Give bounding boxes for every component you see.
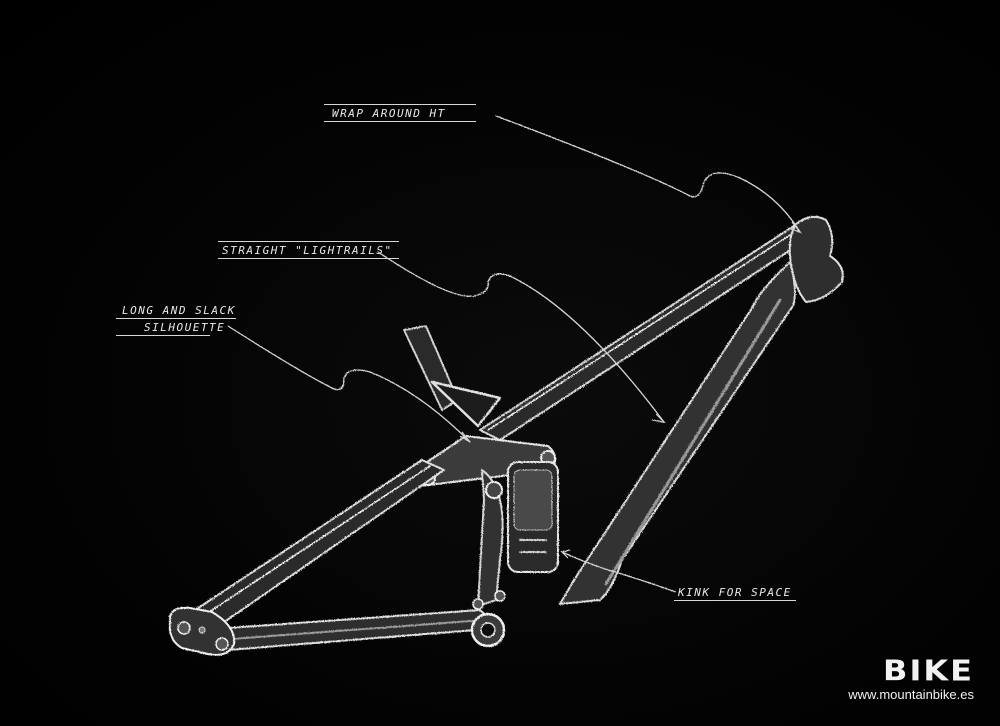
seat-stay	[179, 459, 445, 637]
annotation-text: WRAP AROUND HT	[324, 104, 476, 122]
leader-long	[227, 325, 471, 443]
annotation-text: STRAIGHT "LIGHTRAILS"	[218, 241, 399, 259]
leader-kink	[561, 551, 677, 593]
annotation-text-line2: SILHOUETTE	[116, 321, 224, 336]
annotation-text: KINK FOR SPACE	[674, 586, 796, 601]
annotation-kink-for-space: KINK FOR SPACE	[674, 586, 796, 601]
watermark-logo: BIKE www.mountainbike.es	[814, 653, 974, 702]
brand-wordmark: BIKE	[883, 653, 974, 688]
annotation-straight-lightrails: STRAIGHT "LIGHTRAILS"	[218, 241, 399, 259]
annotation-text-line1: LONG AND SLACK	[116, 304, 236, 319]
leader-wrap	[495, 115, 801, 233]
seat-tube-brace	[430, 380, 502, 428]
down-tube	[559, 261, 796, 605]
annotation-long-and-slack: LONG AND SLACK SILHOUETTE	[116, 304, 236, 336]
leader-rails	[377, 251, 665, 423]
brand-url: www.mountainbike.es	[848, 687, 974, 702]
annotation-wrap-around-ht: WRAP AROUND HT	[324, 104, 476, 122]
